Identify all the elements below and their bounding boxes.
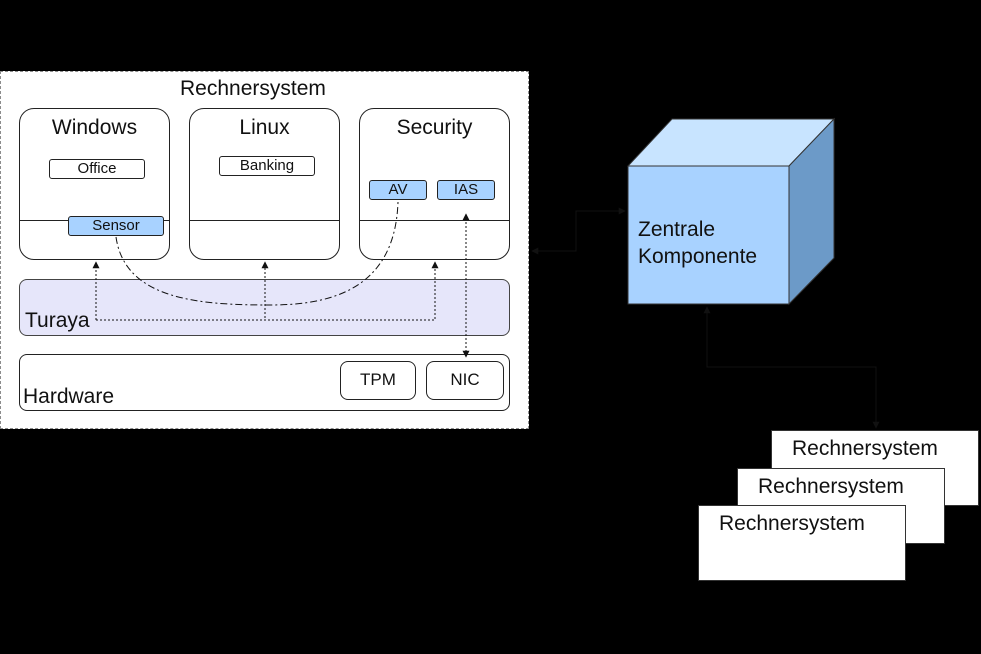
compartment-divider xyxy=(189,220,340,221)
app-av[interactable]: AV xyxy=(369,180,427,200)
app-sensor[interactable]: Sensor xyxy=(68,216,164,236)
remote-system-label: Rechnersystem xyxy=(758,475,904,498)
turaya-label: Turaya xyxy=(25,309,90,332)
central-to-remote-link xyxy=(703,306,880,429)
tpm-chip[interactable]: TPM xyxy=(340,361,416,400)
central-label-line1: Zentrale xyxy=(638,218,716,241)
compartment-title-windows: Windows xyxy=(51,116,138,139)
central-component-cube[interactable] xyxy=(626,117,836,306)
cube-side-face xyxy=(788,117,835,306)
remote-system-label: Rechnersystem xyxy=(719,512,865,535)
hardware-label: Hardware xyxy=(23,385,115,408)
central-label-line2: Komponente xyxy=(638,245,758,268)
compartment-divider xyxy=(359,220,510,221)
system-to-central-link xyxy=(531,207,626,255)
cube-top-face xyxy=(626,118,836,167)
system-title: Rechnersystem xyxy=(180,77,326,100)
central-component-label: Zentrale Komponente xyxy=(638,216,757,270)
turaya-layer xyxy=(19,279,510,336)
app-office[interactable]: Office xyxy=(49,159,145,179)
nic-chip[interactable]: NIC xyxy=(426,361,504,400)
remote-system-label: Rechnersystem xyxy=(792,437,938,460)
app-ias[interactable]: IAS xyxy=(437,180,495,200)
remote-system-front[interactable]: Rechnersystem xyxy=(698,505,906,581)
compartment-title-security: Security xyxy=(396,116,473,139)
compartment-title-linux: Linux xyxy=(239,116,290,139)
app-banking[interactable]: Banking xyxy=(219,156,315,176)
